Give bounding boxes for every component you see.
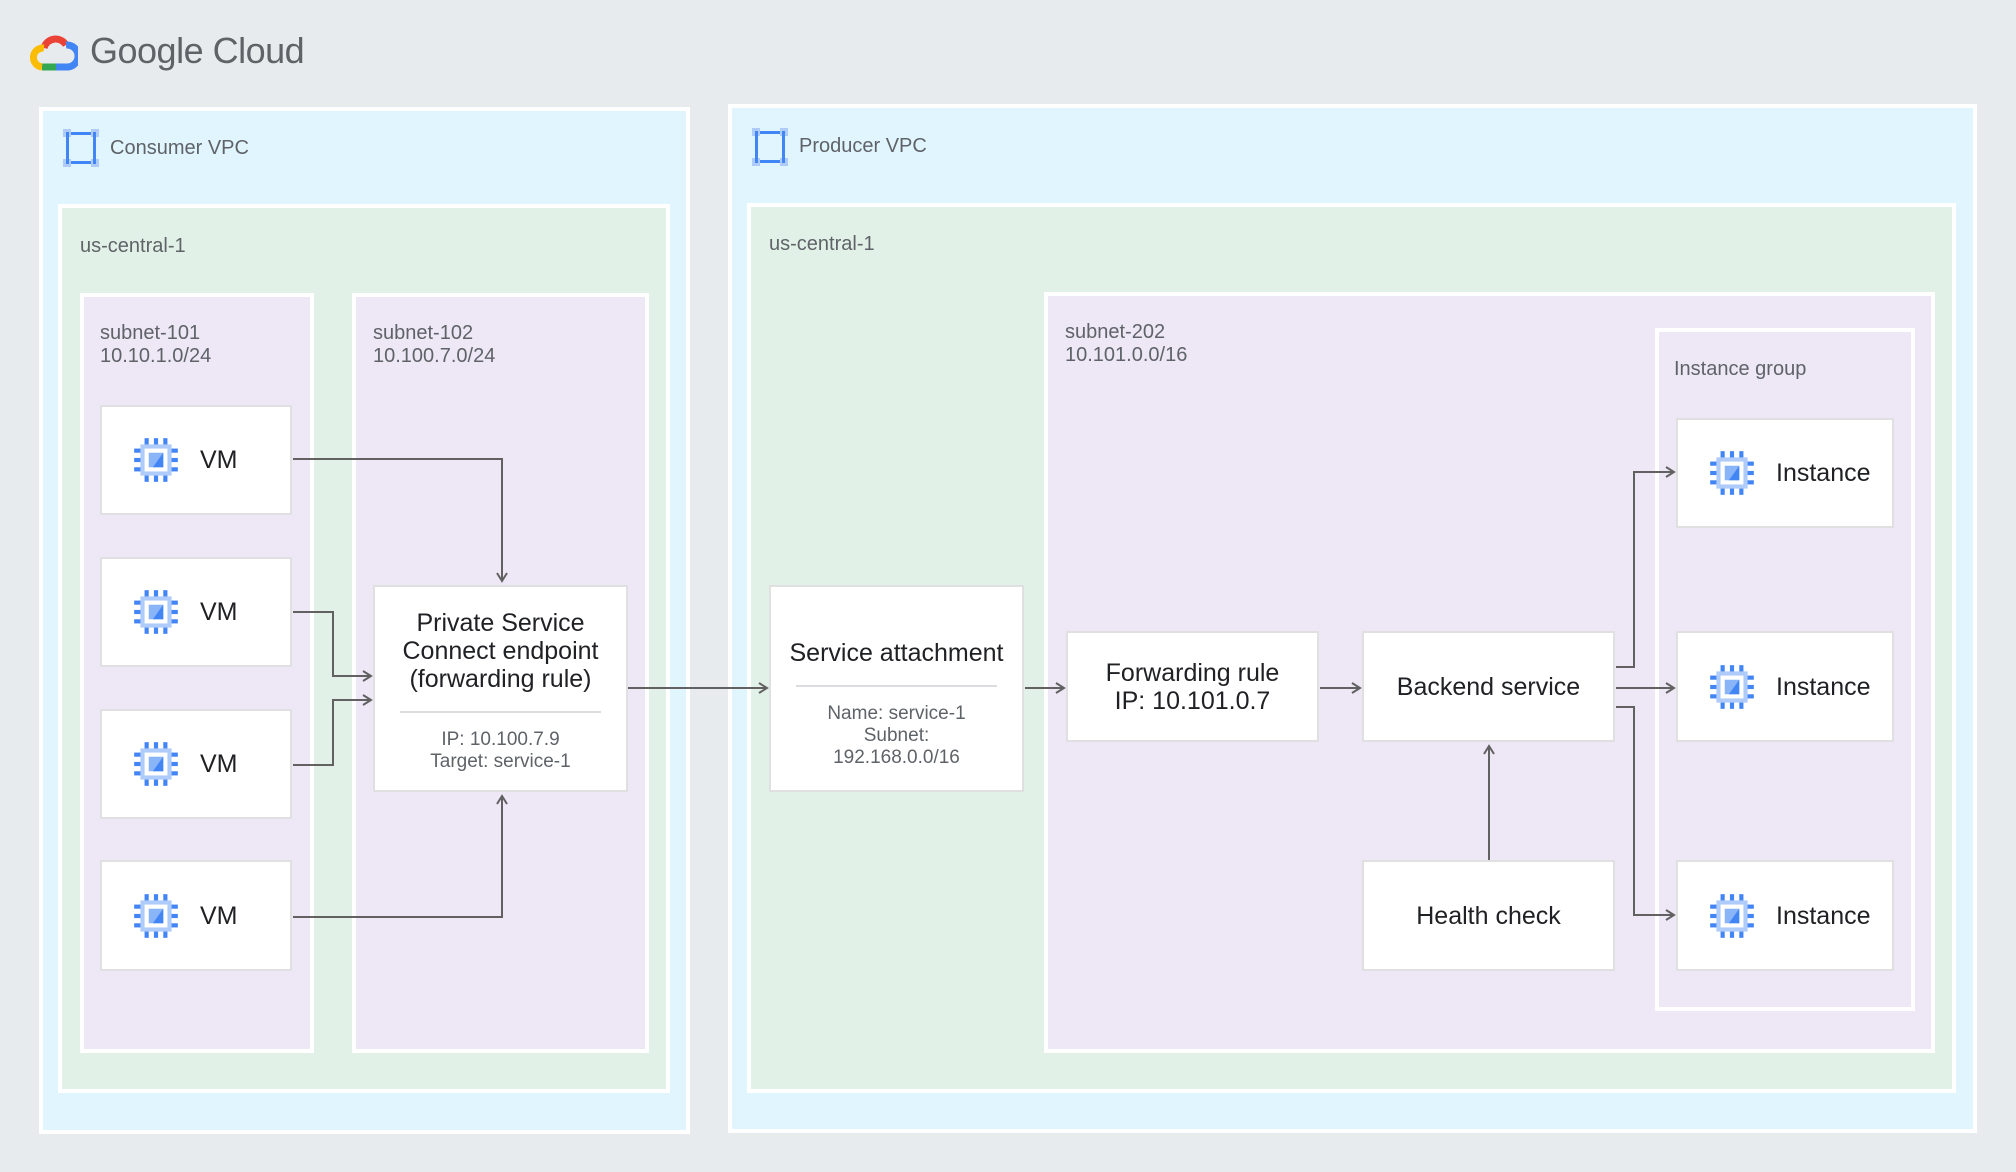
divider [796, 685, 997, 687]
arrow-vm2-to-endpoint [293, 611, 373, 682]
arrow-vm3-to-endpoint [293, 694, 373, 766]
instance-node[interactable]: Instance [1676, 860, 1894, 971]
forwarding-rule-node[interactable]: Forwarding rule IP: 10.101.0.7 [1066, 631, 1319, 742]
forwarding-rule-ip: IP: 10.101.0.7 [1114, 686, 1271, 715]
vm-node[interactable]: VM [100, 557, 292, 667]
consumer-region-label: us-central-1 [80, 235, 186, 257]
instance-group-title: Instance group [1674, 358, 1807, 380]
service-attachment-subnet: 192.168.0.0/16 [833, 747, 960, 768]
instance-label: Instance [1776, 459, 1871, 487]
instance-label: Instance [1776, 901, 1871, 930]
vm-label: VM [200, 598, 238, 626]
subnet-102-cidr: 10.100.7.0/24 [373, 345, 496, 367]
health-check-node[interactable]: Health check [1362, 860, 1615, 971]
instance-label: Instance [1776, 672, 1871, 701]
vm-node[interactable]: VM [100, 860, 292, 971]
psc-endpoint-title: Private Service Connect endpoint (forwar… [402, 609, 599, 693]
instance-node[interactable]: Instance [1676, 631, 1894, 742]
service-attachment-title: Service attachment [789, 639, 1004, 667]
service-attachment-subnet-label: Subnet: [863, 725, 930, 746]
subnet-102-name: subnet-102 [373, 322, 474, 344]
subnet-101-cidr: 10.10.1.0/24 [100, 345, 212, 367]
vm-node[interactable]: VM [100, 405, 292, 515]
vm-label: VM [200, 750, 238, 778]
subnet-101-name: subnet-101 [100, 322, 201, 344]
google-cloud-icon [30, 35, 78, 71]
arrow-vm4-to-endpoint [293, 794, 508, 918]
producer-region-label: us-central-1 [769, 233, 875, 255]
producer-vpc-title: Producer VPC [799, 135, 927, 157]
psc-endpoint-ip: IP: 10.100.7.9 [441, 729, 560, 750]
subnet-202-cidr: 10.101.0.0/16 [1065, 344, 1188, 366]
divider [400, 711, 601, 713]
vm-label: VM [200, 446, 238, 474]
brand-name: Google Cloud [90, 30, 305, 71]
arrow-backend-to-instance-1 [1616, 466, 1676, 668]
service-attachment-node[interactable]: Service attachment Name: service-1 Subne… [769, 585, 1024, 792]
arrow-vm1-to-endpoint [293, 458, 508, 583]
consumer-vpc-title: Consumer VPC [110, 137, 249, 159]
psc-endpoint-node[interactable]: Private Service Connect endpoint (forwar… [373, 585, 628, 792]
forwarding-rule-title: Forwarding rule [1105, 658, 1280, 687]
arrow-backend-to-instance-3 [1616, 706, 1676, 921]
psc-endpoint-target: Target: service-1 [430, 751, 571, 772]
vm-node[interactable]: VM [100, 709, 292, 819]
subnet-202-name: subnet-202 [1065, 321, 1166, 343]
service-attachment-name: Name: service-1 [827, 703, 966, 724]
backend-service-node[interactable]: Backend service [1362, 631, 1615, 742]
vm-label: VM [200, 901, 238, 930]
instance-node[interactable]: Instance [1676, 418, 1894, 528]
